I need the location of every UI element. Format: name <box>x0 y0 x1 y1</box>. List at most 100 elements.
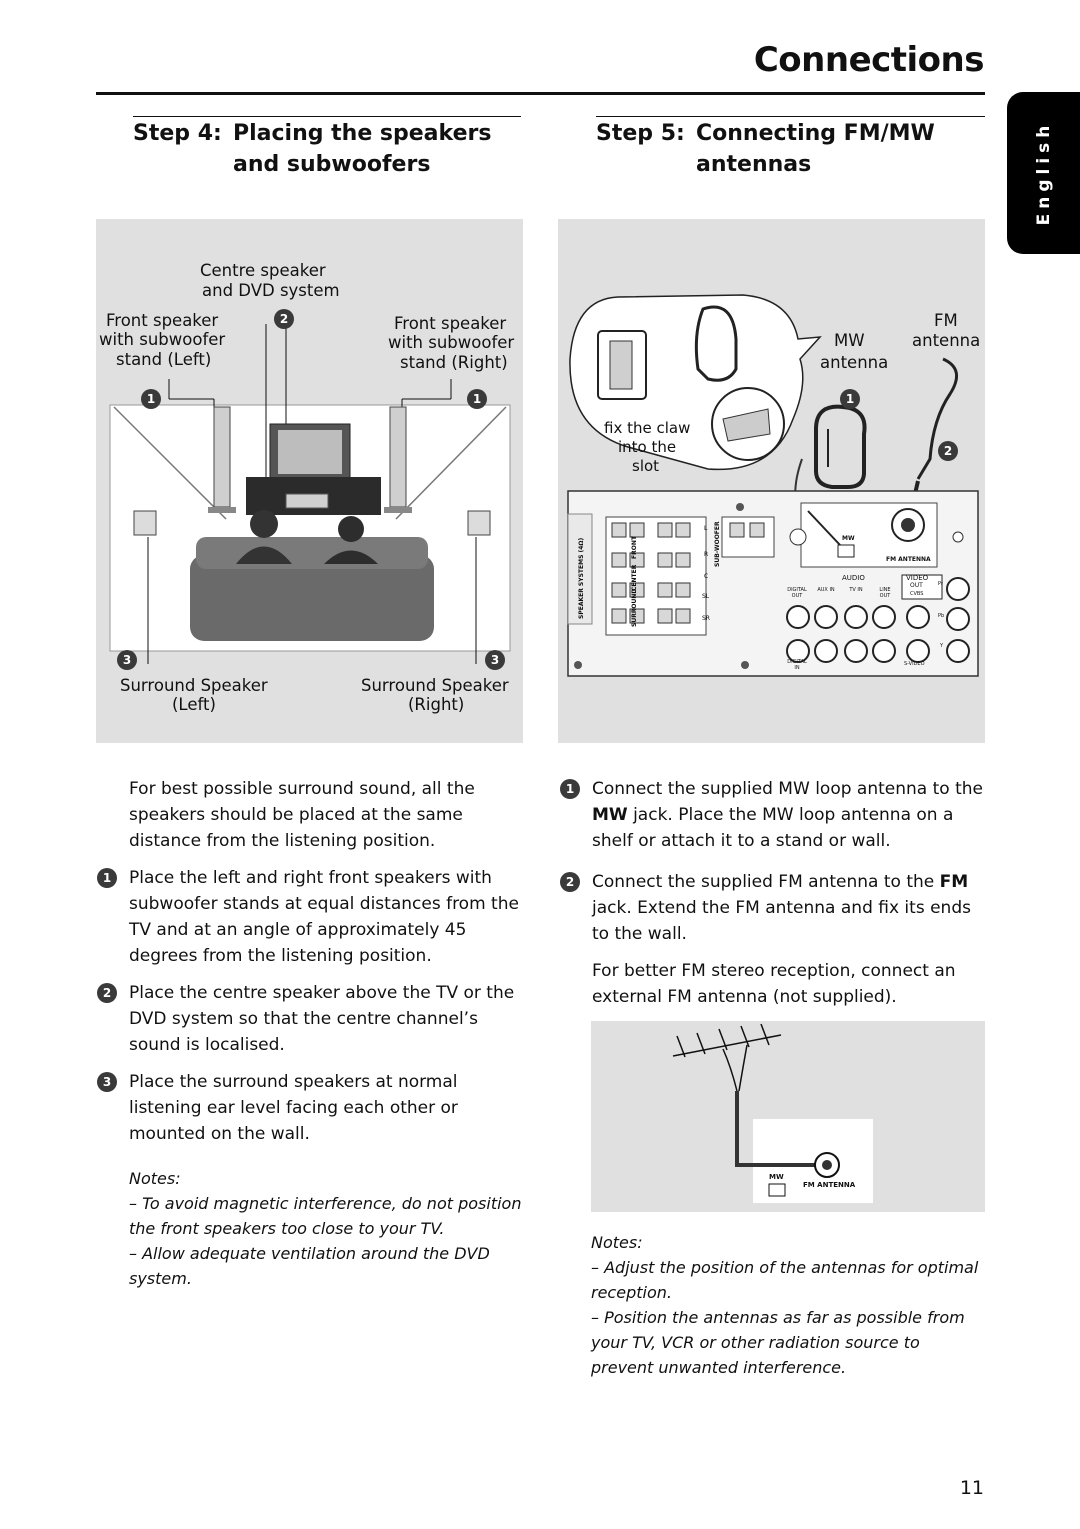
figure2-mw-label: MW <box>769 1173 784 1181</box>
step5-rule <box>596 116 985 117</box>
marker-3-left: 3 <box>117 650 137 670</box>
external-antenna-illustration <box>672 1023 873 1203</box>
marker-1-left: 1 <box>141 389 161 409</box>
step5-note-2: – Position the antennas as far as possib… <box>591 1308 965 1377</box>
centre-speaker-label-line1: Centre speaker <box>200 261 326 280</box>
step5-item-1-text-a: Connect the supplied MW loop antenna to … <box>592 779 983 799</box>
front-right-label-line2: with subwoofer <box>388 333 515 352</box>
speaker-placement-illustration <box>109 324 511 664</box>
external-antenna-figure: MW FM ANTENNA <box>591 1021 985 1212</box>
panel-speaker-systems-label: SPEAKER SYSTEMS (4Ω) <box>578 537 585 619</box>
panel-out-label: OUT <box>910 582 923 589</box>
panel-subwoofer-label: SUB-WOOFER <box>714 521 721 567</box>
step5-text: 1 Connect the supplied MW loop antenna t… <box>560 776 988 1010</box>
step5-title-line2: antennas <box>696 152 812 177</box>
step5-item-1: 1 Connect the supplied MW loop antenna t… <box>560 776 988 854</box>
speaker-placement-figure: Centre speaker and DVD system Front spea… <box>96 219 523 743</box>
step4-intro: For best possible surround sound, all th… <box>129 779 475 851</box>
step4-item-2-text: Place the centre speaker above the TV or… <box>129 983 515 1055</box>
step5-item-2: 2 Connect the supplied FM antenna to the… <box>560 869 988 947</box>
figure2-fm-antenna-label: FM ANTENNA <box>803 1181 856 1189</box>
step4-text: For best possible surround sound, all th… <box>97 776 527 1147</box>
step4-item-3-marker: 3 <box>97 1072 117 1092</box>
step5-item-1-bold: MW <box>592 805 628 825</box>
marker-1-mw: 1 <box>840 389 860 409</box>
step4-item-1-marker: 1 <box>97 868 117 888</box>
mw-label-line1: MW <box>834 331 865 350</box>
panel-digital-in-label: DIGITAL IN <box>787 659 807 671</box>
marker-2: 2 <box>274 309 294 329</box>
front-left-label-line1: Front speaker <box>106 311 219 330</box>
front-left-label-line3: stand (Left) <box>116 350 212 369</box>
panel-surround-label: SURROUND <box>631 588 638 627</box>
step5-item-1-text: Connect the supplied MW loop antenna to … <box>592 776 988 854</box>
claw-label-line1: fix the claw <box>604 419 691 437</box>
panel-y-label: Y <box>940 643 944 649</box>
panel-ch-l: L <box>704 525 708 532</box>
step5-note-1: – Adjust the position of the antennas fo… <box>591 1258 979 1302</box>
front-right-label-line1: Front speaker <box>394 314 507 333</box>
step4-notes: Notes: – To avoid magnetic interference,… <box>129 1166 524 1291</box>
panel-fm-antenna-label: FM ANTENNA <box>886 556 931 563</box>
step5-label: Step 5: <box>596 121 685 146</box>
panel-front-label: FRONT <box>631 536 638 559</box>
marker-2-fm: 2 <box>938 441 958 461</box>
panel-ch-r: R <box>704 551 709 558</box>
step5-item-2-text-b: jack. Extend the FM antenna and fix its … <box>592 898 971 944</box>
panel-ch-c: C <box>704 573 709 580</box>
panel-svideo-label: S-VIDEO <box>904 661 925 667</box>
step4-item-1: 1 Place the left and right front speaker… <box>97 865 527 969</box>
panel-digital-out-label: DIGITAL OUT <box>787 587 807 599</box>
panel-aux-in-label: AUX IN <box>817 587 835 593</box>
marker-3-right: 3 <box>485 650 505 670</box>
step5-item-1-text-b: jack. Place the MW loop antenna on a she… <box>592 805 954 851</box>
step5-better-reception: For better FM stereo reception, connect … <box>592 961 956 1007</box>
front-right-label-line3: stand (Right) <box>400 353 508 372</box>
step4-notes-label: Notes: <box>129 1169 181 1188</box>
surround-right-label-line2: (Right) <box>408 695 465 714</box>
title-rule <box>96 92 985 95</box>
claw-label-line2: into the <box>618 438 677 456</box>
step5-item-1-marker: 1 <box>560 779 580 799</box>
panel-audio-label: AUDIO <box>842 574 865 582</box>
antenna-connection-figure: FM antenna MW antenna fix the claw into … <box>558 219 985 743</box>
claw-label-line3: slot <box>632 457 660 475</box>
page-number: 11 <box>959 1477 984 1499</box>
panel-pr-label: Pr <box>938 581 943 587</box>
step4-item-3: 3 Place the surround speakers at normal … <box>97 1069 527 1147</box>
step5-heading: Step 5: Connecting FM/MW antennas <box>596 118 996 180</box>
fm-label-line1: FM <box>934 311 958 330</box>
step5-notes: Notes: – Adjust the position of the ante… <box>591 1230 985 1380</box>
step4-item-1-text: Place the left and right front speakers … <box>129 868 519 966</box>
panel-line-out-label: LINE OUT <box>879 587 891 599</box>
panel-mw-label: MW <box>842 535 855 542</box>
fm-label-line2: antenna <box>912 331 981 350</box>
step4-note-2: – Allow adequate ventilation around the … <box>129 1244 490 1288</box>
centre-speaker-label-line2: and DVD system <box>202 281 340 300</box>
surround-right-label-line1: Surround Speaker <box>361 676 509 695</box>
step4-note-1: – To avoid magnetic interference, do not… <box>129 1194 522 1238</box>
mw-label-line2: antenna <box>820 353 889 372</box>
step4-heading: Step 4:Placing the speakers and subwoofe… <box>133 118 533 180</box>
panel-centre-label: CENTER <box>631 564 638 591</box>
front-left-label-line2: with subwoofer <box>99 330 226 349</box>
step5-notes-label: Notes: <box>591 1233 643 1252</box>
antenna-connection-illustration <box>567 294 979 677</box>
panel-ch-sl: SL <box>702 593 710 600</box>
surround-left-label-line2: (Left) <box>172 695 216 714</box>
step5-item-2-text: Connect the supplied FM antenna to the F… <box>592 869 988 947</box>
step4-rule <box>133 116 521 117</box>
step4-title-line1: Placing the speakers <box>233 121 492 146</box>
language-tab: English <box>1007 92 1080 254</box>
step5-item-2-bold: FM <box>939 872 969 892</box>
step4-item-2-marker: 2 <box>97 983 117 1003</box>
panel-tv-in-label: TV IN <box>849 587 863 593</box>
panel-pb-label: Pb <box>938 613 945 619</box>
step4-item-2: 2 Place the centre speaker above the TV … <box>97 980 527 1058</box>
panel-video-label: VIDEO <box>906 574 929 582</box>
page-title: Connections <box>753 40 985 80</box>
step4-item-3-text: Place the surround speakers at normal li… <box>129 1072 458 1144</box>
step5-title-line1: Connecting FM/MW <box>696 121 935 146</box>
panel-cvbs-label: CVBS <box>910 591 924 597</box>
panel-ch-sr: SR <box>702 615 710 622</box>
